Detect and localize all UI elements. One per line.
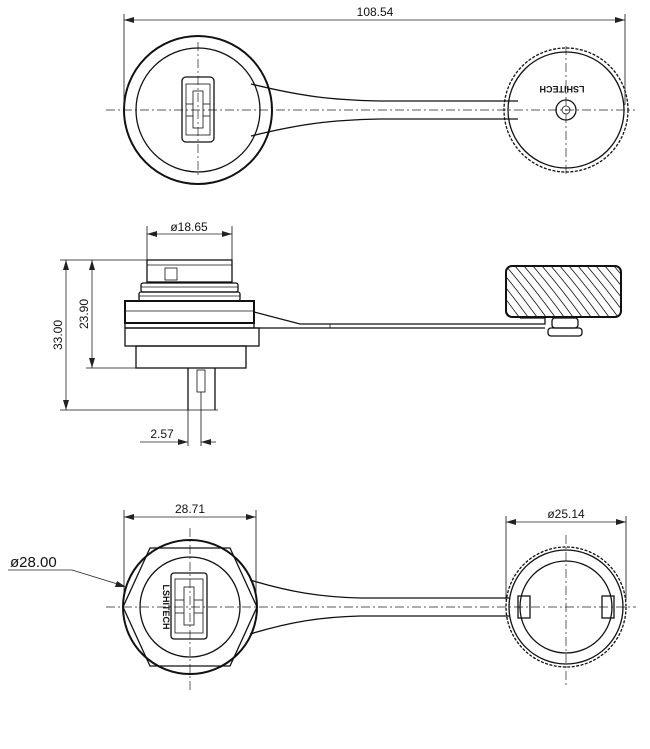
bottom-view: 28.71 ø25.14 ø28.00 — [8, 502, 636, 690]
dust-cap-side-view — [505, 265, 650, 337]
pin-offset-label: 2.57 — [150, 427, 174, 441]
top-view: 108.54 LSHITECH — [106, 5, 635, 185]
usb-port-top-view — [181, 76, 215, 143]
knurl-line — [632, 266, 650, 317]
knurl-line — [595, 266, 621, 317]
knurl-line — [550, 266, 592, 317]
body-height-dimension: 23.90 — [77, 260, 136, 369]
knurl-line — [568, 266, 610, 317]
knurl-line — [506, 266, 511, 317]
knurl-line — [523, 266, 565, 317]
receptacle-diameter-dimension: ø18.65 — [146, 220, 233, 262]
knurl-line — [541, 266, 583, 317]
total-height-label: 33.00 — [51, 320, 65, 350]
knurl-line — [623, 266, 650, 317]
panel-diameter-label: ø28.00 — [10, 554, 57, 571]
cap-logo-text: LSHITECH — [540, 84, 585, 94]
knurl-line — [586, 266, 621, 317]
dust-cap-bottom-view — [505, 546, 627, 668]
receptacle-outer-ring — [123, 35, 273, 185]
cap-diameter-label: ø25.14 — [547, 507, 585, 521]
knurl-line — [604, 266, 621, 317]
knurl-line — [577, 266, 619, 317]
pin-offset-dimension: 2.57 — [140, 410, 216, 446]
flange-width-label: 28.71 — [175, 502, 205, 516]
flange-width-dimension: 28.71 — [123, 502, 257, 600]
face-logo-text: LSHITECH — [161, 585, 171, 630]
tether-strap-side — [253, 311, 546, 325]
side-view: ø18.65 — [51, 220, 650, 446]
knurl-line — [506, 266, 520, 317]
knurl-line — [532, 266, 574, 317]
knurl-line — [613, 266, 621, 317]
body-height-label: 23.90 — [77, 299, 91, 329]
knurl-line — [506, 266, 529, 317]
knurl-line — [506, 266, 547, 317]
panel-diameter-leader: ø28.00 — [8, 554, 126, 587]
receptacle-diameter-label: ø18.65 — [170, 220, 208, 234]
tether-strap-bottom — [249, 579, 510, 599]
usb-port-bottom-view: LSHITECH — [161, 572, 208, 640]
dust-cap-top-view: LSHITECH — [503, 47, 629, 173]
knurl-line — [506, 266, 538, 317]
overall-length-dimension: 108.54 — [124, 5, 625, 23]
hex-nut — [122, 547, 258, 667]
knurl-line — [559, 266, 601, 317]
tether-strap-top — [250, 83, 518, 102]
knurl-line — [514, 266, 556, 317]
cap-diameter-dimension: ø25.14 — [505, 507, 627, 600]
total-height-dimension: 33.00 — [51, 259, 185, 411]
overall-length-label: 108.54 — [357, 5, 394, 19]
